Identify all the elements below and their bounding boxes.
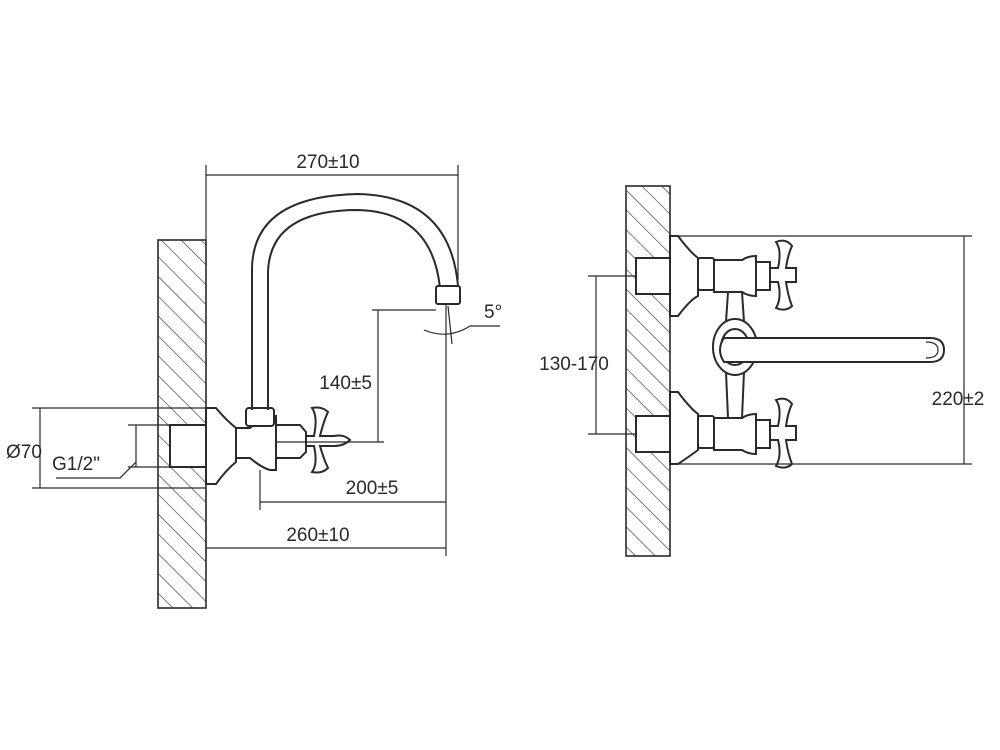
valve-ring <box>245 407 275 427</box>
lower-valve-nut <box>697 415 715 449</box>
upper-valve-nut <box>697 257 715 291</box>
dim-flange-diameter: Ø70 <box>6 442 42 463</box>
upper-inlet-nut <box>635 257 671 295</box>
lower-valve-body <box>713 412 757 456</box>
escutcheon-flange <box>205 407 237 485</box>
dim-spout-height: 140±5 <box>319 373 372 394</box>
dim-inlet-spacing: 130-170 <box>539 354 609 375</box>
dim-wall-to-spout: 260±10 <box>286 525 349 546</box>
wall-right <box>625 185 671 557</box>
upper-cartridge <box>755 261 771 291</box>
upper-valve-body <box>713 254 757 298</box>
dim-total-height: 220±2 <box>932 389 985 410</box>
dim-angle: 5° <box>484 302 502 323</box>
front-spout <box>719 337 946 363</box>
spout-outer <box>251 192 459 410</box>
upper-cross-handle <box>769 239 797 311</box>
dim-thread: G1/2" <box>52 454 100 475</box>
front-view: 130-170 220±2 <box>539 185 985 557</box>
lower-inlet-nut <box>635 415 671 453</box>
lower-cartridge <box>755 419 771 449</box>
upper-escutcheon <box>669 235 699 317</box>
side-view: 270±10 140±5 5° 200±5 260±10 Ø70 G1/2" <box>6 152 502 609</box>
dim-spout-reach: 200±5 <box>346 478 399 499</box>
cross-handle <box>305 406 352 474</box>
central-column-lower <box>724 371 746 419</box>
lower-cross-handle <box>769 397 797 469</box>
dim-overall-width: 270±10 <box>296 152 359 173</box>
spout-inner <box>267 208 441 410</box>
spout-aerator <box>435 285 461 305</box>
inlet-nut <box>169 424 207 468</box>
lower-escutcheon <box>669 391 699 465</box>
central-column <box>724 291 746 323</box>
